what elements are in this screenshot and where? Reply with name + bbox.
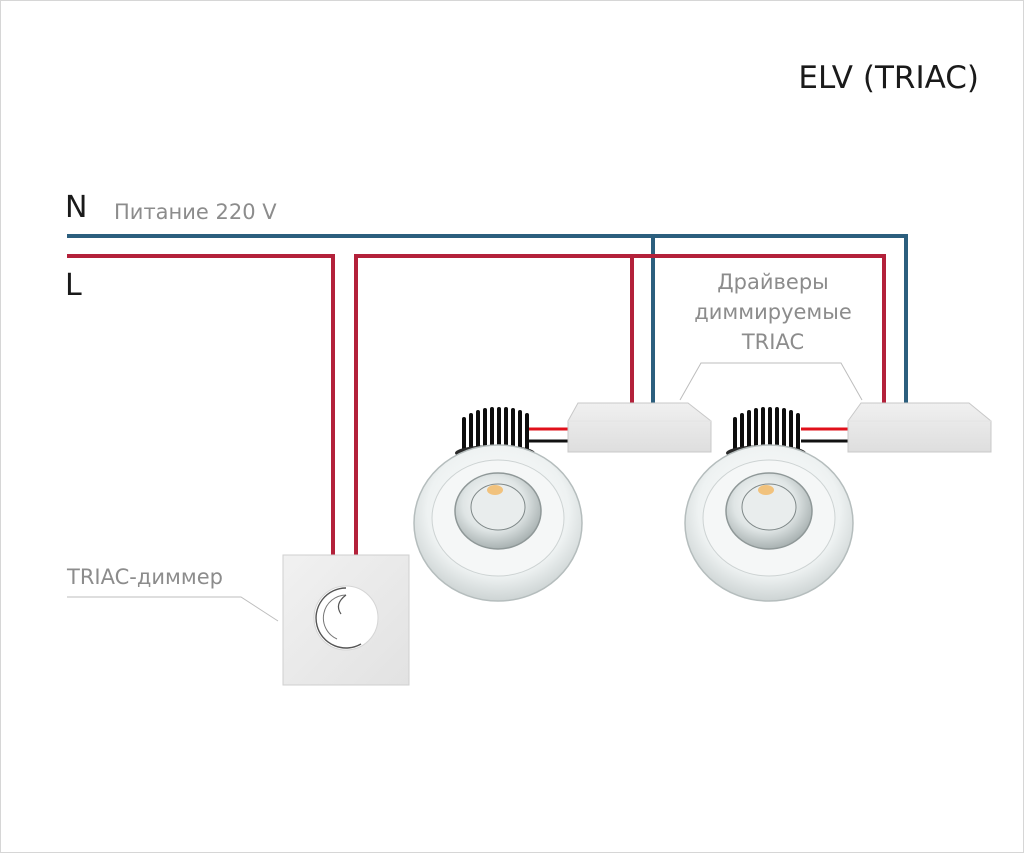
led-driver-icon [847,402,992,453]
drivers-label-line: диммируемые [694,300,852,324]
led-downlight-icon [413,407,583,602]
driver-output-wires-2 [801,427,849,443]
led-driver-icon [567,402,712,453]
drivers-label: Драйверы диммируемые TRIAC [673,267,873,357]
diagram-title: ELV (TRIAC) [798,60,979,96]
dimmer-leader-line [67,596,279,622]
live-wire-to-dimmer [67,254,335,556]
led-downlight-icon [684,407,854,602]
switched-live-wire [354,254,886,556]
drivers-label-line: TRIAC [741,330,805,354]
driver-output-wires-1 [528,427,573,443]
drivers-leader-line [679,362,863,401]
triac-dimmer-icon [282,554,410,686]
dimmer-label: TRIAC-диммер [67,565,223,589]
live-line-label: L [65,268,82,303]
supply-label: Питание 220 V [114,200,277,224]
neutral-wire [67,234,908,403]
neutral-line-label: N [65,190,88,225]
drivers-label-line: Драйверы [717,270,829,294]
